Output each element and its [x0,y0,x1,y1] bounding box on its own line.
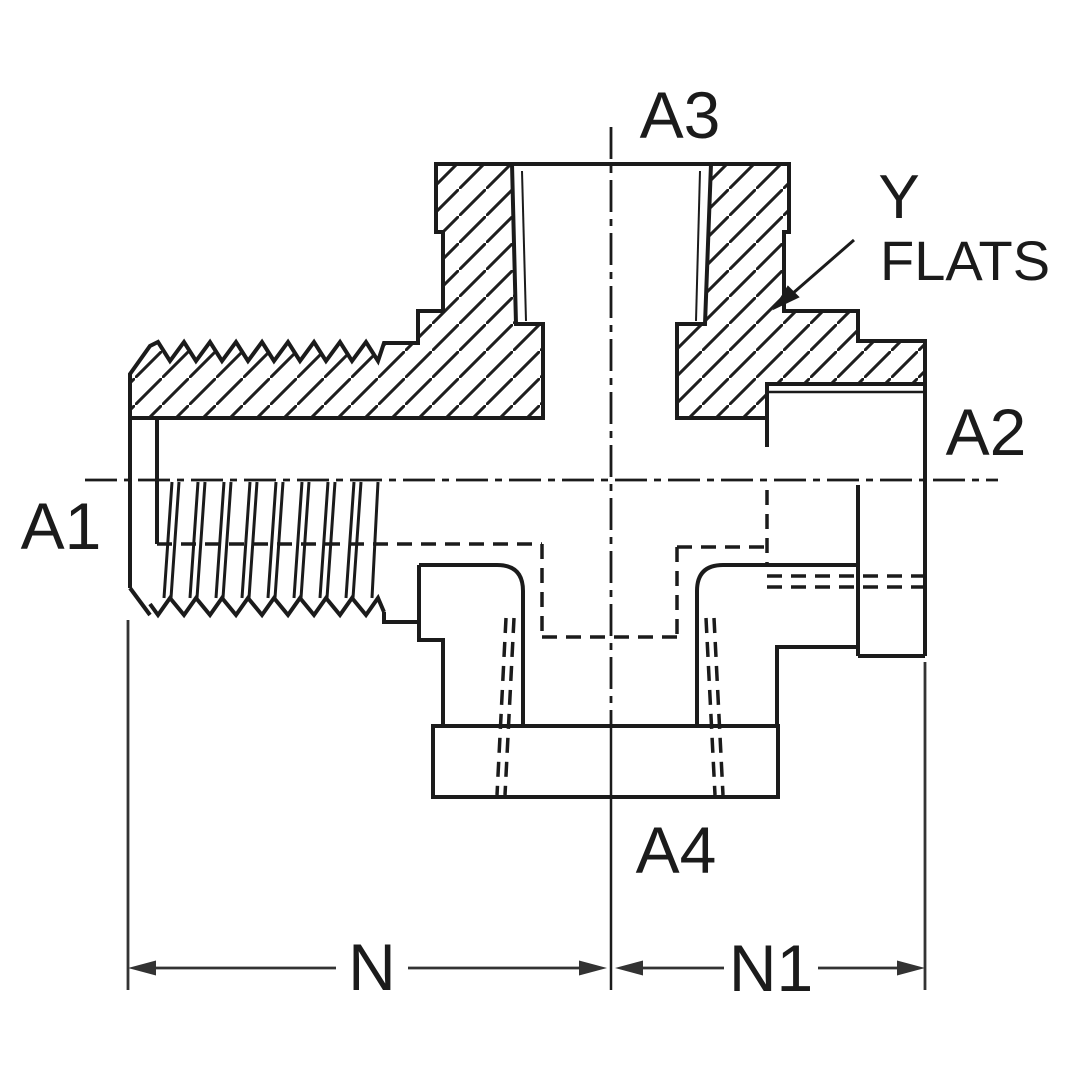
hex-body-lower [417,563,858,799]
hex-right-silhouette [775,645,858,726]
hidden-a4-thread-l1 [495,617,508,796]
hidden-lines [157,490,925,796]
arrow-center-right [579,960,607,976]
arrow-left-out [128,960,156,976]
hidden-a4-thread-r2 [704,617,717,796]
arrow-right-out [897,960,925,976]
arrow-center-left [615,960,643,976]
hatched-region-right [675,162,927,420]
centerlines [85,127,998,990]
hidden-a4-thread-l2 [503,617,516,796]
flats-callout-leader [772,238,855,311]
section-body-right [675,162,927,420]
thread-runout [382,612,419,624]
thread-flank-lines [162,481,380,599]
label-a4: A4 [636,813,717,887]
a3-thread-line-right [695,170,701,322]
label-dim-n: N [348,930,396,1004]
thread-root-zigzag [148,593,386,619]
leader-arrowhead [772,285,800,311]
top-port-a3-details [512,162,711,322]
hex-left-chamfer-arc [419,563,525,726]
dimensions [126,620,927,990]
label-dim-n1: N1 [729,931,813,1005]
a3-thread-line-left [521,170,527,322]
label-y: Y [878,163,919,232]
a1-lower-chamfer [128,586,152,617]
label-a3: A3 [640,78,721,152]
right-port-a2 [765,384,927,658]
label-flats: FLATS [880,229,1050,292]
label-a2: A2 [946,395,1027,469]
hex-right-chamfer-arc [695,563,858,726]
leader-line [783,238,855,303]
section-body-left [128,162,545,420]
hidden-a4-thread-r1 [712,617,725,796]
a4-flange [431,724,780,799]
label-a1: A1 [21,489,102,563]
hex-left-silhouette [417,565,445,726]
hatched-region-left [128,162,545,420]
